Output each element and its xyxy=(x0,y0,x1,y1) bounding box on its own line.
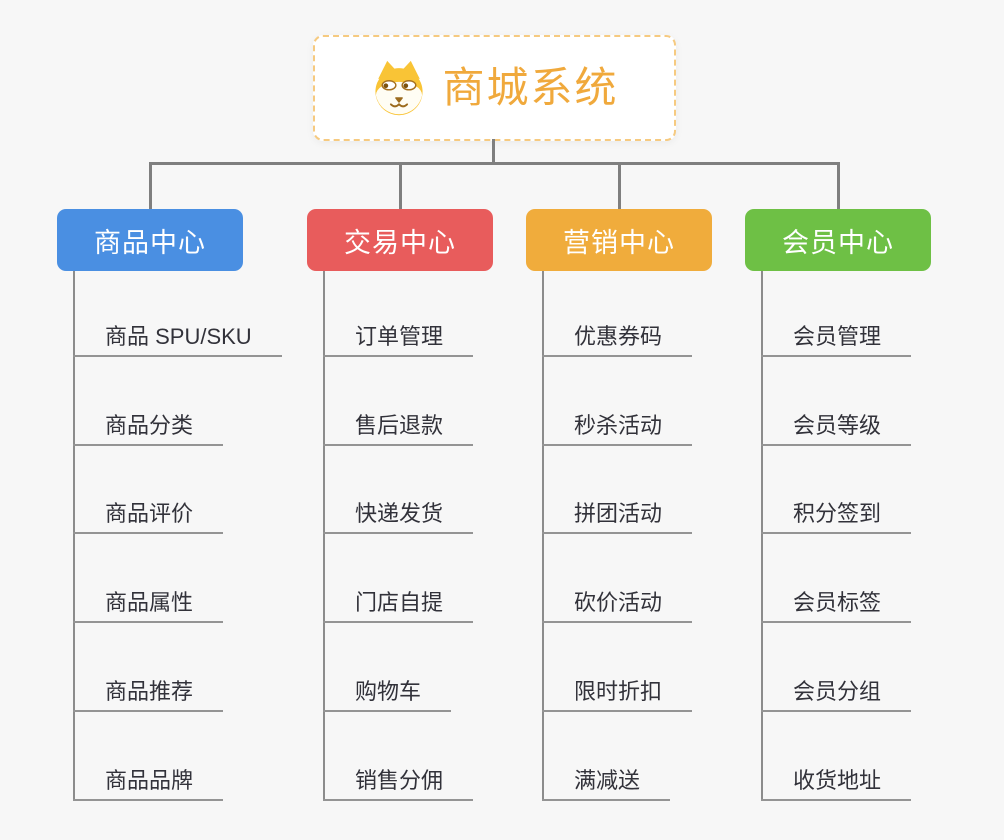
child-item[interactable]: 收货地址 xyxy=(761,761,912,801)
root-node[interactable]: 商城系统 xyxy=(313,35,676,141)
child-item[interactable]: 拼团活动 xyxy=(542,494,693,534)
child-item[interactable]: 积分签到 xyxy=(761,494,912,534)
child-item[interactable]: 商品评价 xyxy=(73,494,224,534)
connector-drop xyxy=(617,163,621,209)
branch-node-1[interactable]: 商品中心 xyxy=(57,209,243,271)
dog-face-icon xyxy=(375,60,424,116)
child-item[interactable]: 快递发货 xyxy=(323,494,474,534)
branch-node-3[interactable]: 营销中心 xyxy=(526,209,712,271)
root-title: 商城系统 xyxy=(442,64,619,111)
child-item[interactable]: 优惠券码 xyxy=(542,317,693,357)
child-item[interactable]: 订单管理 xyxy=(323,317,474,357)
child-item[interactable]: 会员管理 xyxy=(761,317,912,357)
child-item[interactable]: 砍价活动 xyxy=(542,583,693,623)
child-item[interactable]: 会员等级 xyxy=(761,406,912,446)
child-item[interactable]: 销售分佣 xyxy=(323,761,474,801)
connector-drop xyxy=(148,163,152,209)
child-item[interactable]: 限时折扣 xyxy=(542,672,693,712)
branch-node-4[interactable]: 会员中心 xyxy=(745,209,931,271)
connector-root-stem xyxy=(491,139,495,163)
child-item[interactable]: 售后退款 xyxy=(323,406,474,446)
branch-node-2[interactable]: 交易中心 xyxy=(307,209,493,271)
child-item[interactable]: 商品分类 xyxy=(73,406,224,446)
child-item[interactable]: 门店自提 xyxy=(323,583,474,623)
child-item[interactable]: 满减送 xyxy=(542,761,671,801)
child-item[interactable]: 秒杀活动 xyxy=(542,406,693,446)
connector-horizontal xyxy=(148,162,840,165)
connector-drop xyxy=(836,163,840,209)
child-item[interactable]: 商品属性 xyxy=(73,583,224,623)
child-item[interactable]: 商品推荐 xyxy=(73,672,224,712)
child-item[interactable]: 商品 SPU/SKU xyxy=(73,317,282,357)
child-item[interactable]: 会员分组 xyxy=(761,672,912,712)
branch-child-spine xyxy=(761,271,763,800)
child-item[interactable]: 购物车 xyxy=(323,672,452,712)
child-item[interactable]: 会员标签 xyxy=(761,583,912,623)
branch-child-spine xyxy=(542,271,544,800)
connector-drop xyxy=(398,163,402,209)
child-item[interactable]: 商品品牌 xyxy=(73,761,224,801)
branch-child-spine xyxy=(73,271,75,800)
branch-child-spine xyxy=(323,271,325,800)
